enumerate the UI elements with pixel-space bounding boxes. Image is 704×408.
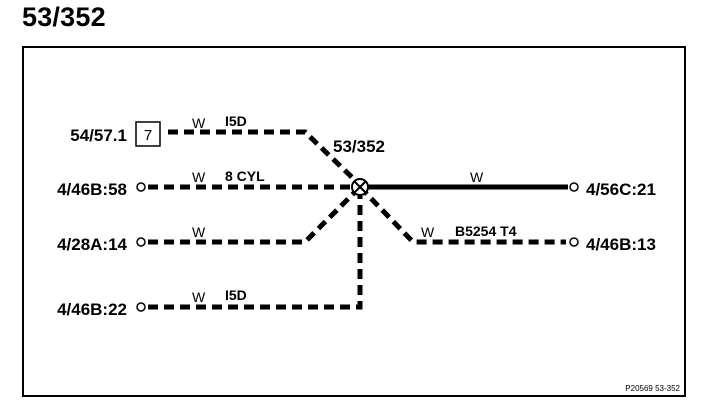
wire-color-top: W xyxy=(192,115,206,131)
wire-right-dashed xyxy=(358,185,566,245)
diagram-frame xyxy=(22,46,686,397)
variant-top: I5D xyxy=(225,113,247,129)
wire-color-right-solid: W xyxy=(470,169,484,185)
endpoint-right-dashed: 4/46B:13 xyxy=(586,235,656,254)
terminal-circle-mid xyxy=(136,182,146,192)
wire-lower xyxy=(148,185,362,245)
endpoint-top: 54/57.1 xyxy=(70,126,127,145)
endpoint-right-solid: 4/56C:21 xyxy=(586,180,656,199)
wire-bottom xyxy=(148,187,363,310)
terminal-circle-lower xyxy=(136,237,146,247)
terminal-circle-bottom xyxy=(136,302,146,312)
wire-top xyxy=(168,129,362,187)
wire-color-mid: W xyxy=(192,169,206,185)
splice-symbol xyxy=(351,178,369,196)
footer-reference: P20569 53-352 xyxy=(625,384,680,393)
terminal-circle-right-dashed xyxy=(569,237,579,247)
connector-box-number: 7 xyxy=(144,127,152,144)
variant-mid: 8 CYL xyxy=(225,168,265,184)
variant-right-dashed: B5254 T4 xyxy=(455,223,517,239)
wire-color-right-dashed: W xyxy=(421,224,435,240)
terminal-circle-right-solid xyxy=(569,182,579,192)
variant-bottom: I5D xyxy=(225,287,247,303)
wire-color-lower: W xyxy=(192,224,206,240)
splice-label: 53/352 xyxy=(333,137,385,156)
endpoint-bottom: 4/46B:22 xyxy=(57,300,127,319)
endpoint-lower: 4/28A:14 xyxy=(57,235,127,254)
page-title: 53/352 xyxy=(22,2,106,32)
connector-box xyxy=(135,121,161,147)
wire-color-bottom: W xyxy=(192,289,206,305)
endpoint-mid: 4/46B:58 xyxy=(57,180,127,199)
